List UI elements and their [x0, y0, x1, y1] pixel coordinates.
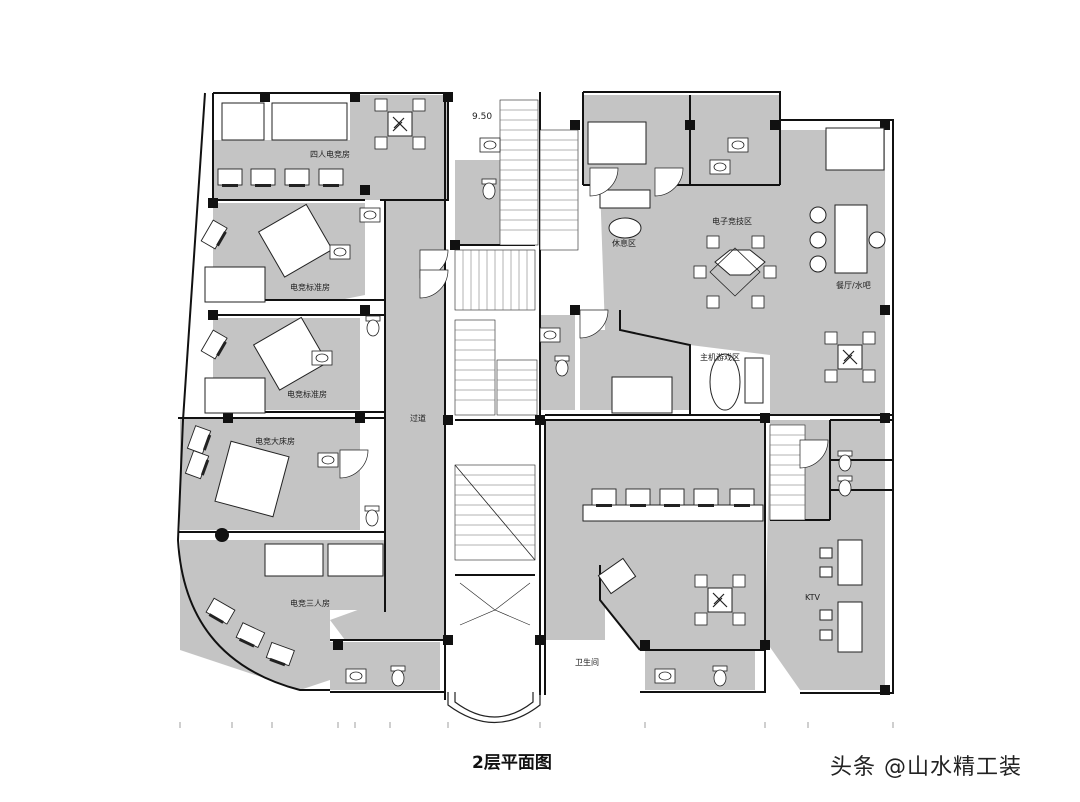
beds: [204, 102, 885, 577]
room-label-three-person: 电竞三人房: [290, 598, 330, 608]
tables: [375, 99, 886, 653]
room-label-four-person: 四人电竞房: [310, 149, 350, 159]
dimension-ticks: [179, 722, 894, 728]
structural-columns: [208, 92, 890, 695]
room-label-dining: 餐厅/水吧: [836, 280, 871, 290]
room-label-standard-2: 电竞标准房: [287, 389, 327, 399]
stair-treads: [454, 109, 805, 561]
room-label-esports-arena: 电子竞技区: [712, 216, 752, 226]
room-label-king: 电竞大床房: [255, 436, 295, 446]
room-label-washroom: 卫生间: [575, 657, 599, 667]
room-labels: 四人电竞房 电竞标准房 电竞标准房 电竞大床房 电竞三人房 过道 电子竞技区 休…: [255, 149, 871, 667]
dimension-label: 9.50: [472, 112, 492, 122]
watermark-text: 头条 @山水精工装: [830, 755, 1022, 780]
room-label-rest-area: 休息区: [612, 238, 636, 248]
room-label-console-area: 主机游戏区: [700, 352, 740, 362]
plan-title: 2层平面图: [472, 753, 552, 773]
room-label-corridor: 过道: [410, 413, 426, 423]
room-label-ktv: KTV: [805, 593, 821, 602]
entrance-bay: [447, 582, 541, 723]
room-label-standard-1: 电竞标准房: [290, 282, 330, 292]
